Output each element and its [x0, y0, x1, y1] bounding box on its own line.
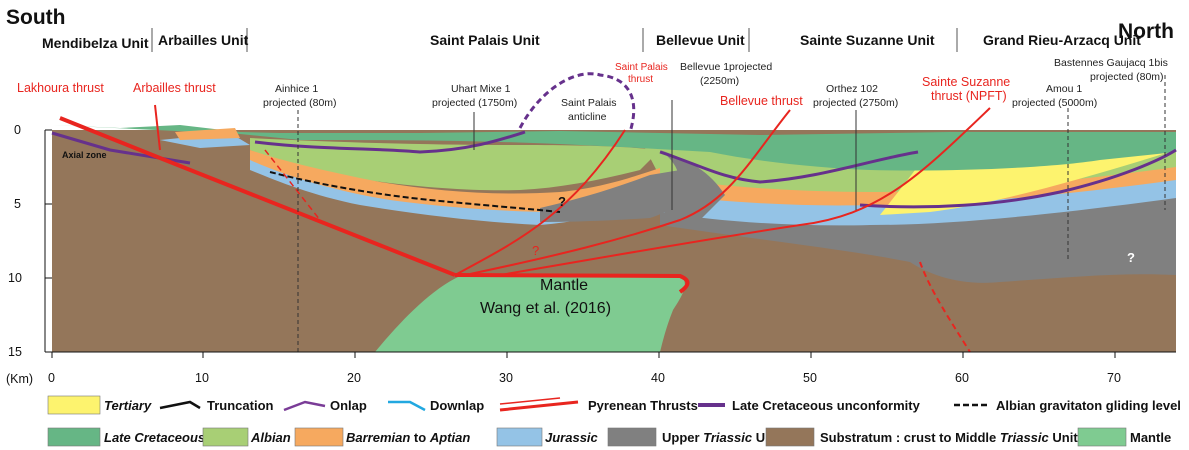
x-tick-40: 40: [651, 371, 665, 385]
albian-gliding-line: [269, 171, 561, 213]
question-mark-2: ?: [532, 243, 539, 258]
well-ainhice-proj: projected (80m): [263, 97, 337, 109]
barremian-north-layer: [660, 165, 1176, 206]
y-unit-label: (Km): [6, 372, 33, 386]
x-tick-0: 0: [48, 371, 55, 385]
unconformity-lines: [51, 130, 1177, 209]
anticline-dashed-line: [518, 72, 636, 133]
axial-zone-label: Axial zone: [62, 150, 107, 160]
legend-onlap: Onlap: [330, 398, 367, 413]
legend-swatch-mantle: [1077, 427, 1127, 447]
legend-swatch-barremian: [294, 427, 344, 447]
well-amou-name: Amou 1: [1046, 83, 1082, 95]
legend-pyrenean-thrusts: Pyrenean Thrusts: [588, 398, 698, 413]
arbailles-barremian: [175, 128, 240, 140]
legend-swatch-downlap: [388, 400, 426, 412]
well-orthez-proj: projected (2750m): [813, 97, 898, 109]
legend-mantle: Mantle: [1130, 430, 1171, 445]
unit-sainte-suzanne: Sainte Suzanne Unit: [800, 32, 935, 48]
unit-saint-palais: Saint Palais Unit: [430, 32, 540, 48]
legend-swatch-thrusts: [499, 400, 579, 412]
legend-swatch-truncation: [159, 400, 201, 410]
late-cretaceous-layer: [52, 125, 1176, 171]
label-sainte-suzanne-thrust-2: thrust (NPFT): [931, 89, 1007, 103]
x-tick-60: 60: [955, 371, 969, 385]
unit-arbailles: Arbailles Unit: [158, 32, 249, 48]
legend-downlap: Downlap: [430, 398, 484, 413]
question-mark-3: ?: [1127, 250, 1135, 265]
x-tick-20: 20: [347, 371, 361, 385]
well-bellevue-proj: (2250m): [700, 75, 739, 87]
x-tick-70: 70: [1107, 371, 1121, 385]
well-amou-proj: projected (5000m): [1012, 97, 1097, 109]
unit-grand-rieu: Grand Rieu-Arzacq Unit: [983, 32, 1141, 48]
well-lines: [297, 75, 1166, 352]
label-saint-palais-thrust-1: Saint Palais: [615, 62, 668, 73]
barremian-basin-layer: [250, 150, 660, 213]
unit-separators: [151, 28, 958, 52]
well-uhart-name: Uhart Mixe 1: [451, 83, 511, 95]
well-bastennes-name: Bastennes Gaujacq 1bis: [1054, 57, 1168, 69]
x-tick-30: 30: [499, 371, 513, 385]
well-bellevue-name: Bellevue 1projected: [680, 61, 772, 73]
y-tick-10: 10: [8, 271, 22, 285]
anticline-word: anticline: [568, 111, 607, 123]
legend-late-cretaceous: Late Cretaceous: [104, 430, 205, 445]
well-uhart-proj: projected (1750m): [432, 97, 517, 109]
legend-swatch-triassic: [607, 427, 657, 447]
jurassic-north-layer: [660, 178, 1176, 226]
anticline-name: Saint Palais: [561, 97, 616, 109]
legend-tertiary: Tertiary: [104, 398, 152, 413]
mantle-label: Mantle: [540, 277, 588, 294]
well-ainhice-name: Ainhice 1: [275, 83, 318, 95]
legend-swatch-onlap: [283, 400, 326, 412]
legend-unconformity: Late Cretaceous unconformity: [732, 398, 921, 413]
legend-substratum: Substratum : crust to Middle Triassic Un…: [820, 430, 1078, 445]
x-axis-ticks: [51, 352, 1116, 358]
label-sainte-suzanne-thrust-1: Sainte Suzanne: [922, 75, 1010, 89]
bellevue-fold-layer: [660, 150, 725, 220]
legend-swatch-tertiary: [47, 395, 101, 415]
legend-albian: Albian: [250, 430, 291, 445]
unit-mendibelza: Mendibelza Unit: [42, 35, 149, 51]
label-saint-palais-thrust-2: thrust: [628, 74, 653, 85]
geology-layers: [52, 125, 1176, 352]
legend-upper-triassic: Upper Triassic Unit: [662, 430, 782, 445]
triassic-north-layer: [660, 195, 1176, 283]
axes: [44, 129, 1176, 353]
triassic-basin-layer: [540, 170, 700, 222]
legend-swatch-jurassic: [496, 427, 543, 447]
well-bastennes-proj: projected (80m): [1090, 71, 1164, 83]
legend: Tertiary Truncation Onlap Downlap Pyrene…: [47, 395, 1181, 447]
legend-swatch-albian: [202, 427, 249, 447]
legend-barremian: Barremian to Aptian: [346, 430, 470, 445]
thrust-lines: [59, 104, 991, 353]
label-lakhoura-thrust: Lakhoura thrust: [17, 81, 104, 95]
legend-truncation: Truncation: [207, 398, 274, 413]
mantle-body: [375, 276, 685, 352]
y-tick-5: 5: [14, 197, 21, 211]
mantle-reference: Wang et al. (2016): [480, 300, 611, 317]
legend-swatch-substratum: [765, 427, 815, 447]
y-tick-0: 0: [14, 123, 21, 137]
label-arbailles-thrust: Arbailles thrust: [133, 81, 216, 95]
well-orthez-name: Orthez 102: [826, 83, 878, 95]
legend-gliding: Albian gravitaton gliding level: [996, 398, 1181, 413]
jurassic-basin-layer: [250, 160, 660, 225]
legend-swatch-late-cretaceous: [47, 427, 101, 447]
y-tick-15: 15: [8, 345, 22, 359]
south-label: South: [6, 6, 65, 29]
north-label: North: [1118, 20, 1174, 43]
x-tick-50: 50: [803, 371, 817, 385]
label-bellevue-thrust: Bellevue thrust: [720, 94, 803, 108]
unit-bellevue: Bellevue Unit: [656, 32, 745, 48]
x-tick-10: 10: [195, 371, 209, 385]
question-mark-1: ?: [558, 194, 566, 209]
legend-jurassic: Jurassic: [545, 430, 599, 445]
